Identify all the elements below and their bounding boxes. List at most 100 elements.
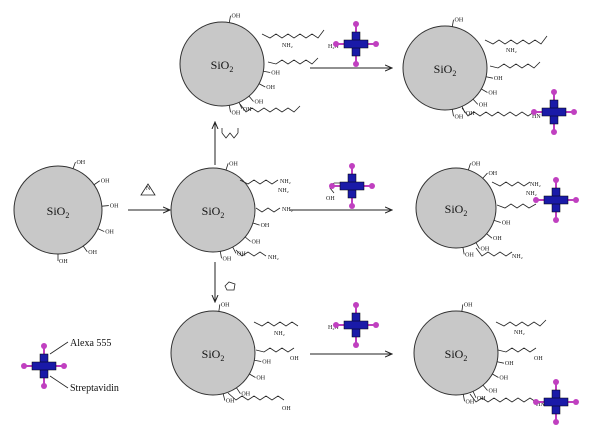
oh-label: OH (266, 85, 275, 91)
oh-bond (228, 15, 231, 23)
chain-bottom-3 (227, 392, 285, 401)
particle-center-label: SiO2 (202, 204, 225, 220)
particle-bottom-circle (170, 310, 256, 396)
oh-bond (493, 219, 501, 223)
oh-bond (467, 163, 471, 171)
conjugate-top-right (531, 89, 577, 135)
oh-bond (232, 246, 237, 254)
oh-bond (258, 83, 266, 88)
oh-bond (93, 180, 101, 186)
amine-label: NH₂ (506, 48, 517, 54)
alexa-dye-dot (573, 399, 579, 405)
oh-label: OH (262, 360, 271, 366)
oh-label: OH (494, 76, 503, 82)
oh-bond (461, 304, 464, 312)
oh-label: OH (465, 252, 474, 258)
oh-bond (228, 105, 231, 113)
oh-label: OH (464, 302, 473, 308)
oh-label: OH (241, 392, 250, 398)
acid-label: OH (282, 406, 291, 412)
chain-middle-right-1 (491, 181, 531, 187)
streptavidin-arm (343, 320, 369, 330)
alexa-dye-dot (551, 89, 557, 95)
alexa-dye-dot (571, 109, 577, 115)
legend-leader-top (49, 341, 69, 355)
oh-label: OH (252, 239, 261, 245)
oh-label: OH (237, 251, 246, 257)
chain-center-upper (239, 179, 279, 185)
oh-label: OH (493, 236, 502, 242)
alexa-dye-dot (369, 183, 375, 189)
conjugate-reagent-middle (329, 163, 375, 209)
chain-bottom-right-2 (497, 347, 537, 353)
streptavidin-arm (31, 361, 57, 371)
oh-label: OH (232, 14, 241, 20)
oh-label: OH (105, 230, 114, 236)
alexa-dye-dot (41, 343, 47, 349)
amine-label: NH₂ (514, 330, 525, 336)
alexa-dye-dot (553, 217, 559, 223)
conjugate-middle-right (533, 177, 579, 223)
streptavidin-arm (543, 195, 569, 205)
reagent-amine-protein-bottom: H₂N (328, 325, 339, 331)
conjugate-reagent-top (333, 21, 379, 67)
chain-bottom-2 (255, 347, 295, 353)
alexa-dye-dot (61, 363, 67, 369)
oh-bond (486, 233, 493, 239)
particle-start: SiO2 (13, 165, 103, 255)
particles: SiO2 SiO2 SiO2 SiO2 SiO2 SiO2 SiO2 (13, 21, 499, 396)
particle-middle-right-circle (415, 167, 497, 249)
particle-bottom-right: SiO2 (413, 310, 499, 396)
oh-label: OH (488, 171, 497, 177)
oh-label: OH (502, 221, 511, 227)
particle-center-circle (170, 167, 256, 253)
chain-top-right-3 (461, 107, 535, 117)
alexa-dye-dot (553, 419, 559, 425)
particle-bottom-right-label: SiO2 (445, 347, 468, 363)
linker-chains: NH₂ NH₂ NH₂ NH₂ NH₂ NH₂ OH OH NH₂ HN NH₂… (227, 29, 548, 412)
oh-bond (244, 236, 251, 242)
chain-middle-right-3 (475, 247, 513, 257)
alexa-dye-dot (329, 183, 335, 189)
alexa-dye-dot (349, 163, 355, 169)
amine-label: NH₂ (280, 179, 291, 185)
oh-label: OH (499, 376, 508, 382)
chain-center-low (235, 249, 267, 257)
oh-bond (218, 304, 221, 312)
amine-label: NH₂ (526, 191, 537, 197)
alexa-dye-dot (353, 302, 359, 308)
amine-label: NH₂ (274, 331, 285, 337)
oh-bond (462, 247, 465, 255)
oh-label: OH (488, 389, 497, 395)
legend-streptavidin-label: Streptavidin (70, 383, 119, 394)
chain-top-2 (267, 57, 319, 65)
protein-amide-label: HN (536, 402, 545, 408)
particle-top-circle (179, 21, 265, 107)
oh-bond (254, 359, 262, 362)
acid-oh-label-middle: OH (326, 196, 335, 202)
oh-bond (462, 394, 465, 402)
oh-bond (472, 391, 477, 398)
protein-amine-label-bottom: H₂N (328, 325, 339, 331)
oh-bond (225, 163, 229, 171)
oh-bond (249, 373, 256, 378)
chain-top-right-1 (484, 35, 548, 45)
legend-leader-bottom (49, 375, 69, 389)
aziridine-n-label: N (146, 186, 151, 192)
oh-bond (481, 88, 488, 93)
alexa-dye-dot (553, 379, 559, 385)
particle-middle-right: SiO2 (415, 167, 497, 249)
chain-bottom-1 (253, 321, 299, 327)
oh-bond (72, 161, 76, 169)
oh-bond (82, 245, 88, 253)
oh-label: OH (477, 396, 486, 402)
alexa-dye-dot (373, 41, 379, 47)
streptavidin-arm (339, 181, 365, 191)
oh-bond (263, 70, 271, 73)
particle-bottom-label: SiO2 (202, 347, 225, 363)
alexa-dye-dot (353, 61, 359, 67)
particle-start-label: SiO2 (47, 204, 70, 220)
reaction-arrows (128, 68, 392, 354)
streptavidin-arm (541, 107, 567, 117)
